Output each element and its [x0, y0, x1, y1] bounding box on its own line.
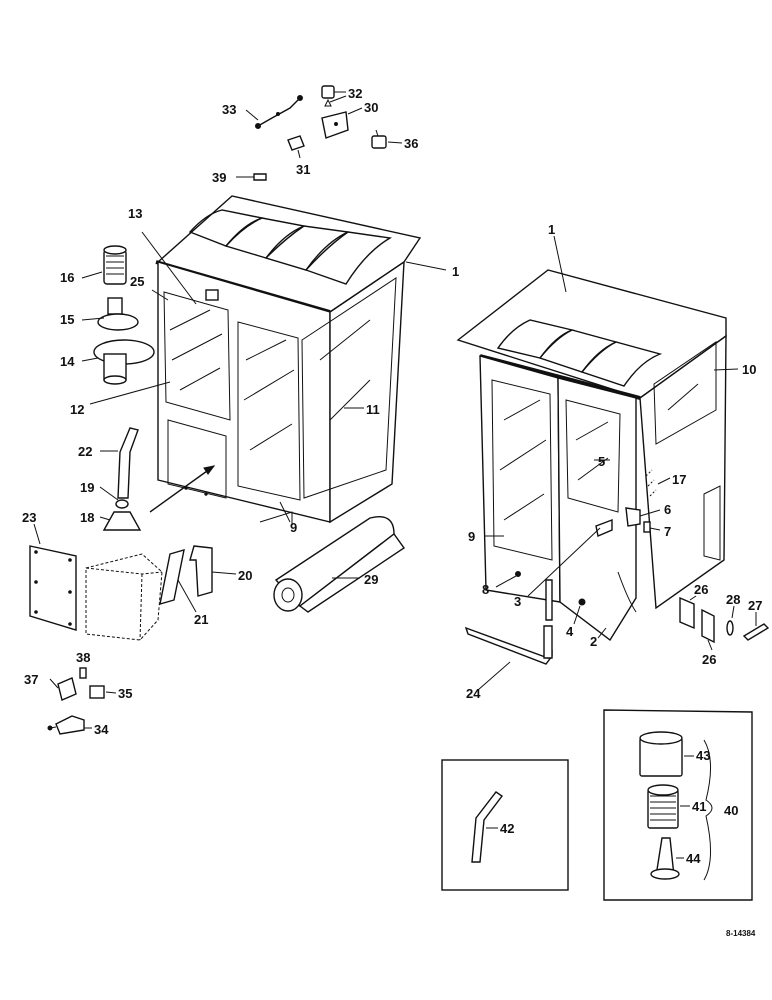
callout-39: 39: [212, 170, 226, 185]
callout-43: 43: [696, 748, 710, 763]
callout-40: 40: [724, 803, 738, 818]
washer-28: [726, 620, 734, 636]
callout-20: 20: [238, 568, 252, 583]
callout-42: 42: [500, 821, 514, 836]
cover-plate-23: [29, 523, 77, 631]
lower-left-hardware: [47, 667, 117, 735]
right-cab-assembly: [456, 235, 739, 691]
callout-14: 14: [60, 354, 75, 369]
relay-part-36: [371, 135, 387, 149]
rear-window-10: [653, 341, 717, 445]
tool-box-group: [85, 545, 237, 641]
reference-code: 8-14384: [726, 929, 756, 938]
top-hardware-group: [236, 85, 403, 181]
callout-1-right: 1: [548, 222, 555, 237]
switch-part-32: [321, 85, 335, 99]
callout-29: 29: [364, 572, 378, 587]
callout-35: 35: [118, 686, 132, 701]
left-cab-assembly: [89, 195, 447, 524]
callout-44: 44: [686, 851, 701, 866]
callout-23: 23: [22, 510, 36, 525]
callout-3: 3: [514, 594, 521, 609]
door-glass-9: [491, 379, 553, 561]
callout-9-right: 9: [468, 529, 475, 544]
callout-7: 7: [664, 524, 671, 539]
callout-24: 24: [466, 686, 481, 701]
rolled-mat-29: [273, 516, 405, 613]
washer-19: [115, 499, 129, 509]
callout-26-bottom: 26: [702, 652, 716, 667]
filter-inset-box: [603, 709, 753, 901]
air-filter-stack: [81, 245, 155, 385]
lever-assembly: [99, 427, 142, 531]
block-35: [89, 685, 105, 699]
callout-labels: 33 32 30 36 31 39 13 25 16 15 14 12 1 11…: [22, 86, 762, 938]
bolt-part-39: [253, 173, 267, 181]
callout-13: 13: [128, 206, 142, 221]
callout-4: 4: [566, 624, 574, 639]
pipe-inset-box: [441, 759, 569, 891]
callout-28: 28: [726, 592, 740, 607]
boot-18: [102, 511, 142, 531]
pin-7: [643, 521, 651, 533]
plate-26b: [701, 608, 715, 644]
callout-37: 37: [24, 672, 38, 687]
cable-part-33: [257, 97, 301, 127]
callout-27: 27: [748, 598, 762, 613]
lever-22: [117, 427, 139, 499]
left-cab-side-wall: [329, 260, 405, 524]
step-post-24: [545, 579, 553, 621]
callout-30: 30: [364, 100, 378, 115]
callout-18: 18: [80, 510, 94, 525]
door-2: [557, 377, 637, 642]
callout-6: 6: [664, 502, 671, 517]
step-24: [464, 626, 553, 665]
clip-part-31: [287, 135, 305, 151]
side-window-11: [301, 277, 397, 499]
callout-16: 16: [60, 270, 74, 285]
callout-17: 17: [672, 472, 686, 487]
callout-15: 15: [60, 312, 74, 327]
callout-25: 25: [130, 274, 144, 289]
callout-2: 2: [590, 634, 597, 649]
callout-10: 10: [742, 362, 756, 377]
callout-9-left: 9: [290, 520, 297, 535]
door-window-5: [565, 399, 621, 513]
callout-5: 5: [598, 454, 605, 469]
callout-31: 31: [296, 162, 310, 177]
hinge-34: [55, 715, 85, 735]
callout-12: 12: [70, 402, 84, 417]
clamp-37: [57, 677, 77, 701]
plate-26a: [679, 596, 695, 630]
callout-32: 32: [348, 86, 362, 101]
callout-26-top: 26: [694, 582, 708, 597]
callout-38: 38: [76, 650, 90, 665]
callout-34: 34: [94, 722, 109, 737]
callout-41: 41: [692, 799, 706, 814]
callout-1-left: 1: [452, 264, 459, 279]
callout-36: 36: [404, 136, 418, 151]
latch-6: [625, 507, 641, 527]
callout-21: 21: [194, 612, 208, 627]
pipe-42: [471, 791, 504, 863]
right-hardware-group: [679, 595, 770, 651]
pre-cleaner-15: [107, 297, 123, 315]
front-window-12: [163, 291, 231, 421]
bracket-20: [189, 545, 213, 597]
filter-element-16: [103, 249, 127, 285]
callout-22: 22: [78, 444, 92, 459]
bracket-21: [159, 549, 185, 605]
pin-27: [742, 623, 770, 641]
tool-box-dashed: [85, 553, 163, 641]
callout-19: 19: [80, 480, 94, 495]
callout-33: 33: [222, 102, 236, 117]
callout-11: 11: [366, 402, 380, 417]
bolt-38: [79, 667, 87, 679]
door-window-11: [237, 321, 301, 501]
callout-8: 8: [482, 582, 489, 597]
